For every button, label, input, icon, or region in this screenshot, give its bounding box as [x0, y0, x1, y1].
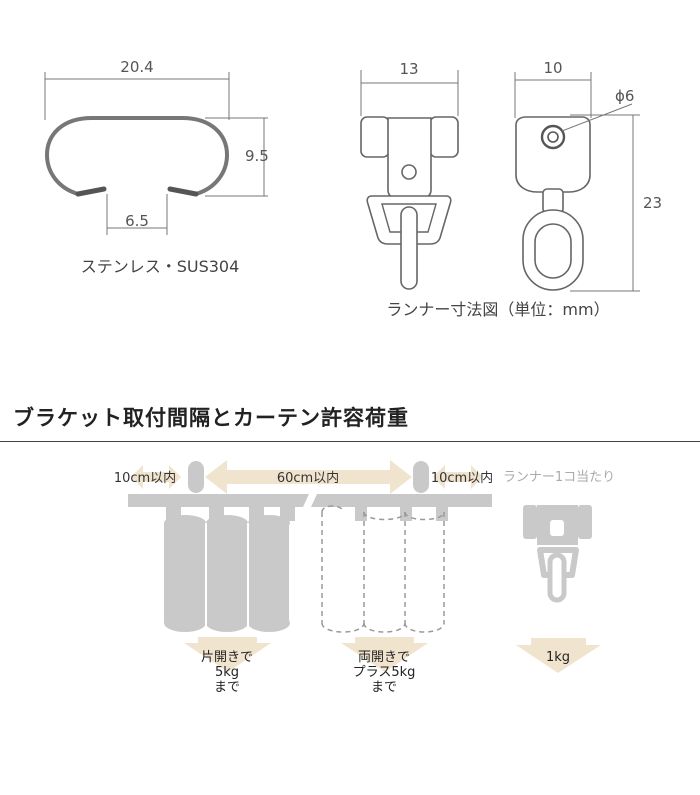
load-single-line3: まで [214, 680, 240, 695]
runner-side-width-dimension: 10 [514, 59, 592, 118]
runner-side-width-label: 10 [543, 59, 562, 77]
curtain-double-opening [321, 505, 445, 633]
load-arrow-double: 両開きで プラス5kg まで [341, 637, 428, 695]
runner-front-width-label: 13 [399, 60, 418, 78]
curtain-single-opening [164, 515, 290, 632]
rail-gap-label: 6.5 [125, 212, 149, 230]
runner-front-view: 13 [360, 60, 459, 290]
rail-cross-section: 20.4 9.5 6.5 ステンレス・SUS304 [44, 58, 269, 276]
load-runner-label: 1kg [546, 650, 570, 665]
spacing-arrow-right: 10cm以内 [431, 465, 493, 489]
runner-side-height-label: 23 [643, 194, 662, 212]
rail-gap-dimension: 6.5 [106, 194, 168, 235]
rail-height-label: 9.5 [245, 147, 269, 165]
section-title: ブラケット取付間隔とカーテン許容荷重 [13, 406, 409, 430]
bracket-spacing-diagram: 10cm以内 60cm以内 10cm以内 [114, 460, 615, 695]
load-double-line1: 両開きで [358, 650, 410, 665]
spacing-arrow-left: 10cm以内 [114, 465, 181, 489]
bracket-left [188, 461, 204, 493]
rail-width-label: 20.4 [120, 58, 153, 76]
runner-dimension-caption: ランナー寸法図（単位：mm） [386, 300, 609, 319]
runner-diameter-callout: ϕ6 [561, 87, 634, 132]
rail-left [128, 494, 309, 507]
spacing-right-label: 10cm以内 [431, 470, 493, 486]
per-runner-label: ランナー1コ当たり [503, 470, 615, 485]
rail-profile [44, 116, 230, 197]
spacing-left-label: 10cm以内 [114, 470, 176, 486]
spacing-arrow-middle: 60cm以内 [205, 460, 412, 494]
rail-width-dimension: 20.4 [44, 58, 230, 120]
load-single-line2: 5kg [215, 665, 239, 680]
rail-height-dimension: 9.5 [205, 117, 269, 197]
load-arrow-runner: 1kg [516, 638, 601, 673]
bracket-right [413, 461, 429, 493]
rail-right [311, 494, 492, 507]
spacing-middle-label: 60cm以内 [277, 470, 339, 486]
runner-side-view: 10 23 ϕ6 [514, 59, 662, 292]
load-double-line3: まで [371, 680, 397, 695]
runner-diameter-label: ϕ6 [615, 87, 634, 105]
load-arrow-single: 片開きで 5kg まで [184, 637, 271, 695]
runner-icon [523, 505, 592, 603]
rail-material-caption: ステンレス・SUS304 [81, 257, 240, 276]
section-divider [0, 441, 700, 442]
runner-front-width-dimension: 13 [360, 60, 459, 116]
load-double-line2: プラス5kg [353, 665, 416, 680]
runner-side-height-dimension: 23 [570, 114, 662, 292]
load-single-line1: 片開きで [201, 650, 253, 665]
